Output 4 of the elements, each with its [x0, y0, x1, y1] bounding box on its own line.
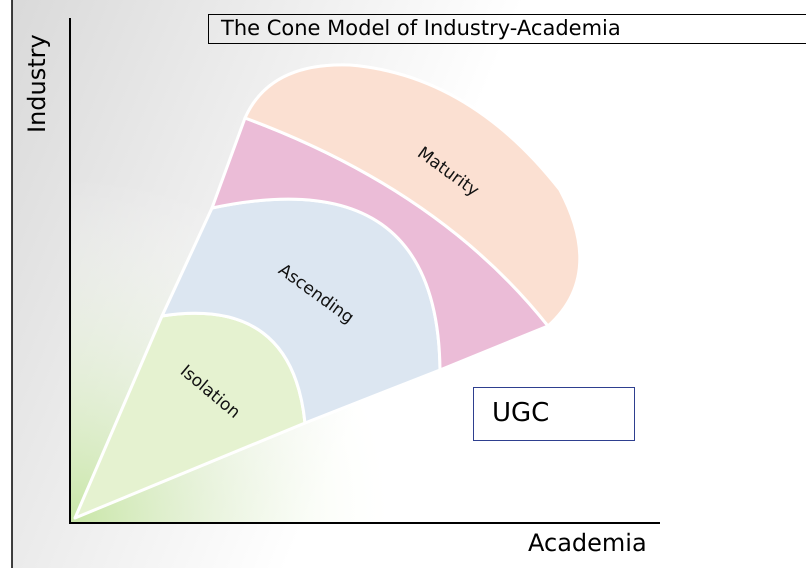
- axis-label: Industry: [22, 34, 52, 133]
- axis-label: Academia: [528, 528, 647, 558]
- diagram-title: The Cone Model of Industry-Academia: [208, 14, 806, 44]
- label-box: UGC: [473, 387, 635, 441]
